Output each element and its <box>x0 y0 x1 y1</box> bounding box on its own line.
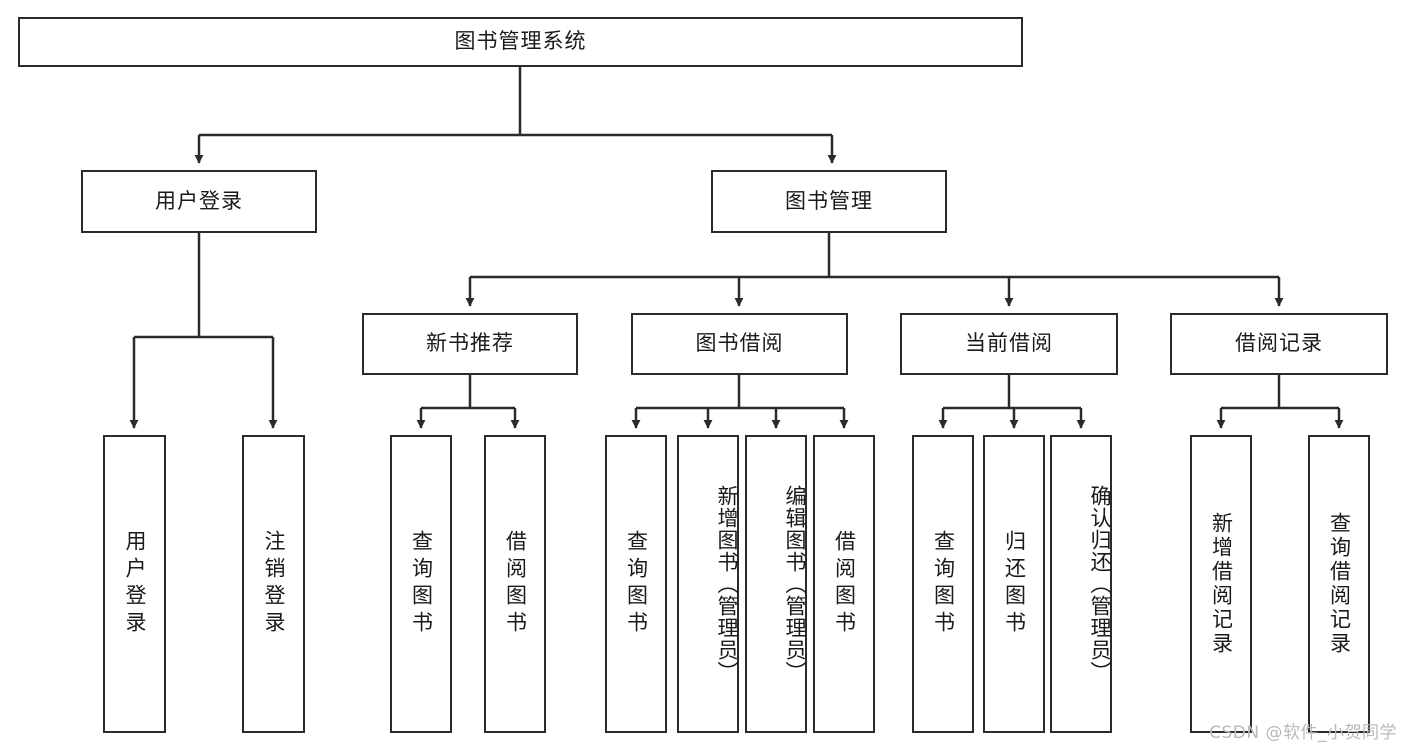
node-book-borrow-label: 图书借阅 <box>695 331 784 356</box>
node-borrow-record-label: 借阅记录 <box>1235 331 1323 356</box>
node-leaf-confirm-return[interactable]: 确认归还（管理员） <box>1050 435 1112 733</box>
node-user-login[interactable]: 用户登录 <box>81 170 317 233</box>
node-leaf-user-login-label: 用户登录 <box>123 530 147 638</box>
node-new-book-rec-label: 新书推荐 <box>426 331 514 356</box>
node-book-borrow[interactable]: 图书借阅 <box>631 313 848 375</box>
node-root-label: 图书管理系统 <box>454 29 587 54</box>
node-borrow-record[interactable]: 借阅记录 <box>1170 313 1388 375</box>
node-leaf-query-book-cur[interactable]: 查询图书 <box>912 435 974 733</box>
node-leaf-query-record[interactable]: 查询借阅记录 <box>1308 435 1370 733</box>
node-leaf-borrow-book[interactable]: 借阅图书 <box>813 435 875 733</box>
node-leaf-add-record-label: 新增借阅记录 <box>1209 512 1234 656</box>
node-leaf-return-book[interactable]: 归还图书 <box>983 435 1045 733</box>
watermark: CSDN @软件_小贺同学 <box>1209 723 1397 743</box>
node-leaf-query-book-rec-label: 查询图书 <box>409 530 434 638</box>
node-current-borrow-label: 当前借阅 <box>965 331 1053 356</box>
node-leaf-query-book-rec[interactable]: 查询图书 <box>390 435 452 733</box>
node-leaf-query-book-cur-label: 查询图书 <box>931 530 956 638</box>
node-leaf-add-record[interactable]: 新增借阅记录 <box>1190 435 1252 733</box>
node-leaf-borrow-book-label: 借阅图书 <box>832 530 857 638</box>
node-root[interactable]: 图书管理系统 <box>18 17 1023 67</box>
node-leaf-add-book-label: 新增图书（管理员） <box>715 485 739 683</box>
node-leaf-confirm-return-label: 确认归还（管理员） <box>1088 485 1112 683</box>
node-leaf-borrow-book-rec-label: 借阅图书 <box>503 530 528 638</box>
node-new-book-rec[interactable]: 新书推荐 <box>362 313 578 375</box>
node-user-login-label: 用户登录 <box>155 188 243 213</box>
node-leaf-query-book-borrow[interactable]: 查询图书 <box>605 435 667 733</box>
node-book-manage[interactable]: 图书管理 <box>711 170 947 233</box>
node-leaf-user-login[interactable]: 用户登录 <box>103 435 166 733</box>
node-leaf-logout-login-label: 注销登录 <box>262 530 286 638</box>
node-leaf-edit-book[interactable]: 编辑图书（管理员） <box>745 435 807 733</box>
node-current-borrow[interactable]: 当前借阅 <box>900 313 1118 375</box>
node-leaf-add-book[interactable]: 新增图书（管理员） <box>677 435 739 733</box>
node-leaf-return-book-label: 归还图书 <box>1002 530 1027 638</box>
node-leaf-logout-login[interactable]: 注销登录 <box>242 435 305 733</box>
connectors-currentborrow-to-leaves <box>938 375 1086 429</box>
connectors-userlogin-to-leaves <box>129 233 278 429</box>
connectors-borrowrecord-to-leaves <box>1216 375 1344 429</box>
connectors-root-to-level2 <box>194 67 837 164</box>
connectors-newbookrec-to-leaves <box>416 375 520 429</box>
node-leaf-query-book-borrow-label: 查询图书 <box>624 530 649 638</box>
node-leaf-edit-book-label: 编辑图书（管理员） <box>783 485 807 683</box>
node-leaf-query-record-label: 查询借阅记录 <box>1327 512 1352 656</box>
node-leaf-borrow-book-rec[interactable]: 借阅图书 <box>484 435 546 733</box>
connectors-bookborrow-to-leaves <box>631 375 849 429</box>
node-book-manage-label: 图书管理 <box>785 188 873 213</box>
connectors-bookmanage-to-level3 <box>465 233 1284 307</box>
